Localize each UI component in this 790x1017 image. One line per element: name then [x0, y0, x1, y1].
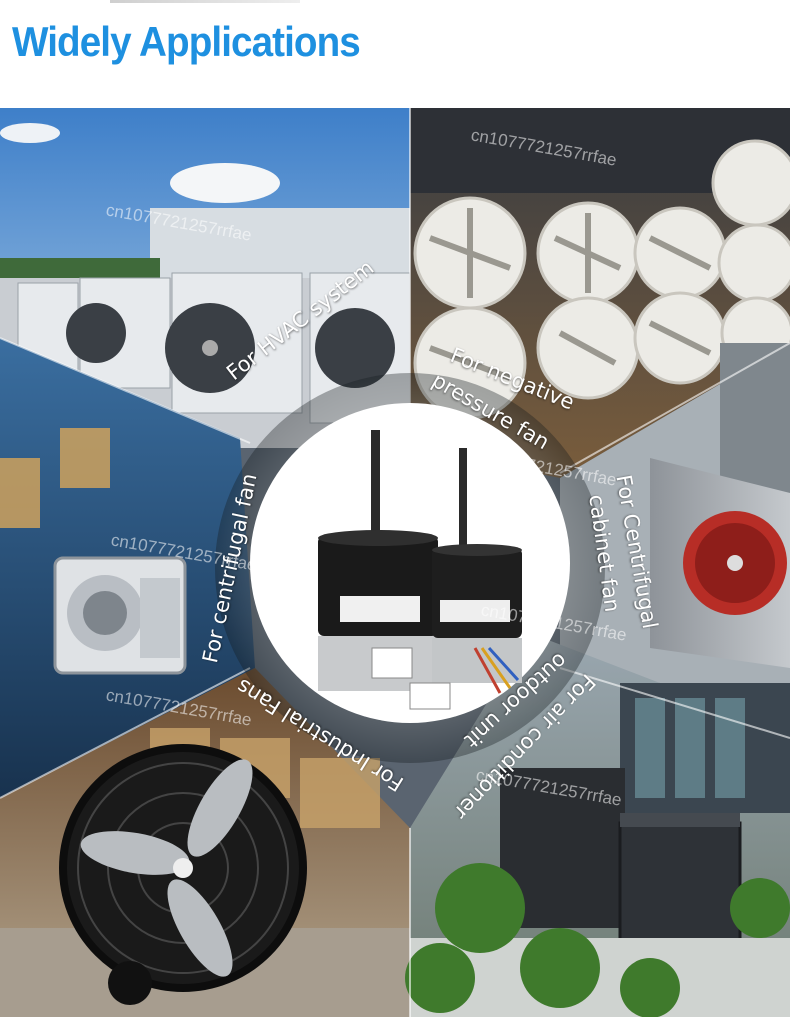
centrifugal-cabinet-fan-photo	[560, 343, 790, 738]
industrial-fan-photo	[0, 668, 410, 1017]
page-title: Widely Applications	[12, 18, 361, 65]
applications-collage: For HVAC system For negative pressure fa…	[0, 108, 790, 1017]
negative-pressure-fan-photo	[410, 108, 790, 478]
collage-graphics	[0, 108, 790, 1017]
motor-front-image	[318, 430, 438, 691]
centrifugal-fan-photo	[0, 338, 255, 798]
motor-back-image	[409, 448, 522, 710]
panel-divider-lines	[0, 108, 790, 1017]
top-divider-line	[110, 0, 300, 3]
